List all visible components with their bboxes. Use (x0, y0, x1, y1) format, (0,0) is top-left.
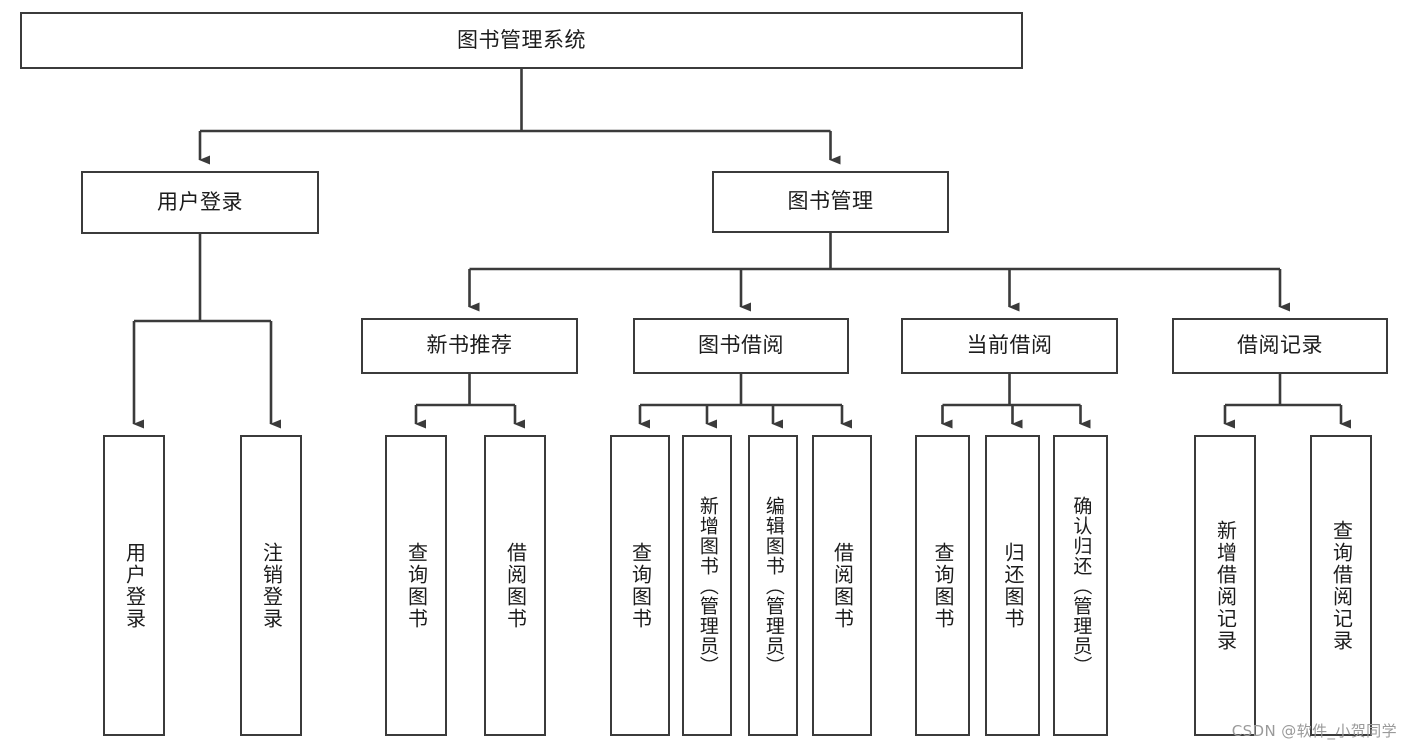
node-leaf-query-book-current[interactable]: 查询图书 (915, 435, 970, 736)
node-leaf-edit-book-admin[interactable]: 编辑图书（管理员） (748, 435, 798, 736)
node-book-manage[interactable]: 图书管理 (712, 171, 949, 233)
node-leaf-return-book[interactable]: 归还图书 (985, 435, 1040, 736)
node-new-book-recommend-label: 新书推荐 (426, 333, 513, 358)
node-leaf-confirm-return-admin-label: 确认归还（管理员） (1070, 495, 1093, 676)
node-root-label: 图书管理系统 (457, 27, 586, 52)
node-borrow-record[interactable]: 借阅记录 (1172, 318, 1388, 374)
node-leaf-query-borrow-record[interactable]: 查询借阅记录 (1310, 435, 1372, 736)
node-leaf-add-borrow-record-label: 新增借阅记录 (1213, 519, 1238, 652)
node-new-book-recommend[interactable]: 新书推荐 (361, 318, 578, 374)
node-leaf-borrow-book-rec-label: 借阅图书 (503, 541, 528, 630)
node-borrow-record-label: 借阅记录 (1237, 333, 1323, 358)
node-book-manage-label: 图书管理 (787, 189, 874, 214)
node-leaf-user-logout[interactable]: 注销登录 (240, 435, 302, 736)
node-leaf-query-borrow-record-label: 查询借阅记录 (1329, 519, 1354, 652)
node-current-borrow-label: 当前借阅 (966, 333, 1053, 358)
node-leaf-return-book-label: 归还图书 (1001, 541, 1025, 630)
node-leaf-query-book-borrow-label: 查询图书 (628, 541, 653, 630)
node-book-borrow-label: 图书借阅 (698, 333, 784, 358)
node-leaf-add-book-admin[interactable]: 新增图书（管理员） (682, 435, 732, 736)
node-leaf-query-book-rec-label: 查询图书 (404, 541, 429, 630)
node-leaf-borrow-book-rec[interactable]: 借阅图书 (484, 435, 546, 736)
node-leaf-borrow-book-label: 借阅图书 (830, 541, 855, 630)
node-leaf-add-book-admin-label: 新增图书（管理员） (696, 495, 719, 676)
node-leaf-add-borrow-record[interactable]: 新增借阅记录 (1194, 435, 1256, 736)
node-leaf-edit-book-admin-label: 编辑图书（管理员） (762, 495, 785, 676)
node-leaf-query-book-borrow[interactable]: 查询图书 (610, 435, 670, 736)
node-book-borrow[interactable]: 图书借阅 (633, 318, 849, 374)
node-leaf-user-login-label: 用户登录 (122, 541, 147, 630)
node-leaf-user-login[interactable]: 用户登录 (103, 435, 165, 736)
node-user-login-label: 用户登录 (157, 189, 243, 214)
node-leaf-confirm-return-admin[interactable]: 确认归还（管理员） (1053, 435, 1108, 736)
node-current-borrow[interactable]: 当前借阅 (901, 318, 1118, 374)
node-leaf-borrow-book[interactable]: 借阅图书 (812, 435, 872, 736)
node-leaf-user-logout-label: 注销登录 (259, 541, 284, 630)
node-user-login[interactable]: 用户登录 (81, 171, 319, 234)
node-leaf-query-book-rec[interactable]: 查询图书 (385, 435, 447, 736)
node-root[interactable]: 图书管理系统 (20, 12, 1023, 69)
node-leaf-query-book-current-label: 查询图书 (931, 541, 955, 630)
watermark: CSDN @软件_小贺同学 (1231, 722, 1397, 740)
